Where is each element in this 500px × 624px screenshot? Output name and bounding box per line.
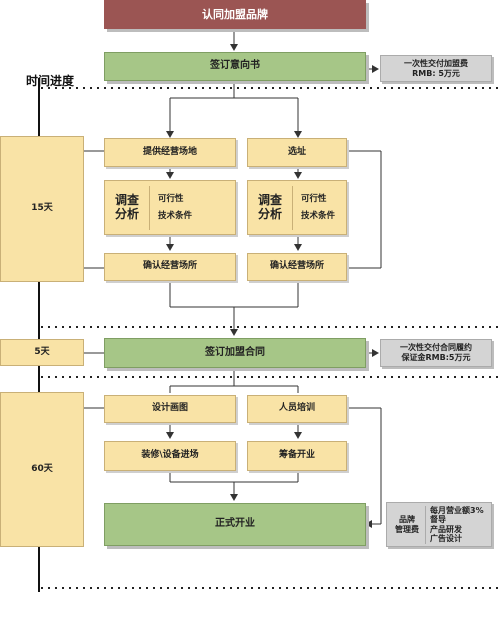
design-drawing-box: 设计画图 — [104, 395, 236, 423]
select-site-box: 选址 — [247, 138, 347, 167]
sign-contract-box: 签订加盟合同 — [104, 338, 366, 368]
confirm-site-label-right: 确认经营场所 — [269, 261, 324, 272]
brand-approval-box: 认同加盟品牌 — [104, 0, 366, 29]
brand-fee-label: 品牌 管理费 — [395, 514, 419, 534]
select-site-label: 选址 — [287, 146, 306, 157]
divider — [149, 185, 150, 230]
prepare-opening-label: 筹备开业 — [278, 450, 315, 461]
duration-5-days: 5天 — [0, 339, 84, 366]
staff-training-label: 人员培训 — [278, 403, 315, 414]
provide-site-label: 提供经营场地 — [142, 146, 197, 157]
survey-analysis-label-left: 调查 分析 — [114, 193, 139, 221]
grand-opening-label: 正式开业 — [215, 518, 255, 530]
survey-analysis-box-left: 调查 分析 可行性 技术条件 — [104, 180, 236, 235]
sign-intent-label: 签订意向书 — [210, 60, 260, 72]
duration-5-label: 5天 — [34, 346, 50, 357]
grand-opening-box: 正式开业 — [104, 503, 366, 546]
brand-fee-box: 品牌 管理费 每月营业额3% 督导 产品研发 广告设计 — [386, 502, 492, 547]
duration-60-days: 60天 — [0, 392, 84, 547]
duration-60-label: 60天 — [31, 463, 53, 474]
staff-training-box: 人员培训 — [247, 395, 347, 423]
renovation-label: 装修\设备进场 — [141, 450, 199, 461]
survey-analysis-box-right: 调查 分析 可行性 技术条件 — [247, 180, 347, 235]
brand-fee-detail: 每月营业额3% 督导 产品研发 广告设计 — [430, 506, 484, 543]
deposit-fee-box: 一次性交付合同履约 保证金RMB:5万元 — [380, 339, 492, 367]
sign-contract-label: 签订加盟合同 — [205, 346, 265, 358]
deposit-fee-label: 一次性交付合同履约 保证金RMB:5万元 — [400, 343, 472, 362]
time-progress-label: 时间进度 — [26, 74, 75, 88]
confirm-site-box-left: 确认经营场所 — [104, 253, 236, 281]
duration-15-days: 15天 — [0, 136, 84, 282]
intent-fee-label: 一次性交付加盟费 RMB: 5万元 — [404, 58, 468, 78]
confirm-site-label-left: 确认经营场所 — [142, 261, 197, 272]
survey-analysis-label-right: 调查 分析 — [257, 193, 282, 221]
brand-approval-label: 认同加盟品牌 — [202, 7, 268, 21]
feasibility-label-right: 可行性 技术条件 — [301, 194, 336, 221]
feasibility-label-left: 可行性 技术条件 — [158, 194, 193, 221]
divider — [425, 505, 426, 544]
sign-intent-box: 签订意向书 — [104, 52, 366, 81]
provide-site-box: 提供经营场地 — [104, 138, 236, 167]
prepare-opening-box: 筹备开业 — [247, 441, 347, 471]
intent-fee-box: 一次性交付加盟费 RMB: 5万元 — [380, 55, 492, 82]
confirm-site-box-right: 确认经营场所 — [247, 253, 347, 281]
design-drawing-label: 设计画图 — [151, 403, 188, 414]
divider — [292, 185, 293, 230]
duration-15-label: 15天 — [31, 203, 53, 214]
renovation-box: 装修\设备进场 — [104, 441, 236, 471]
